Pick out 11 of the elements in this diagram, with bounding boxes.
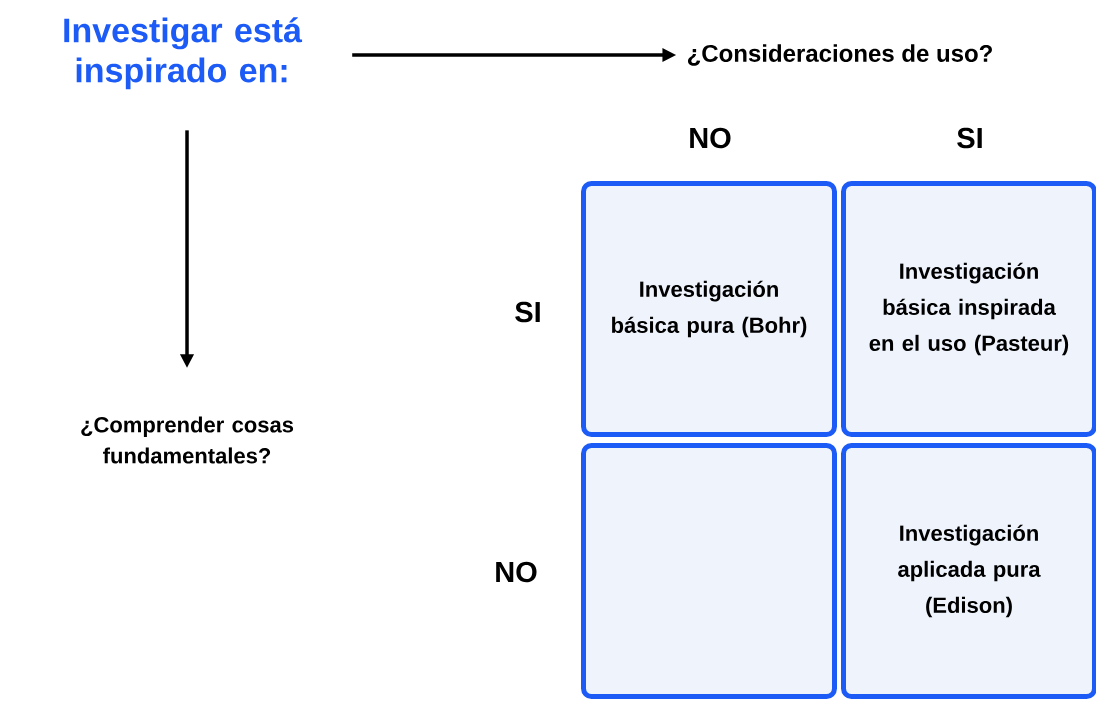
quadrant-cell: Investigación aplicada pura (Edison) <box>841 443 1096 699</box>
title-text: Investigar está inspirado en: <box>64 17 303 90</box>
axis-label: NO <box>690 127 731 149</box>
axis-label: NO <box>496 561 537 583</box>
question-text: ¿Comprender cosas fundamentales? <box>81 416 294 464</box>
quadrant-cell: Investigación básica inspirada en el uso (Pasteur) <box>841 181 1096 437</box>
quadrant-cell <box>581 443 837 699</box>
axis-label: SI <box>957 127 982 149</box>
axis-label: SI <box>515 301 540 323</box>
quadrant-cell: Investigación básica pura (Bohr) <box>581 181 837 437</box>
question-text: ¿Consideraciones de uso? <box>687 44 992 66</box>
